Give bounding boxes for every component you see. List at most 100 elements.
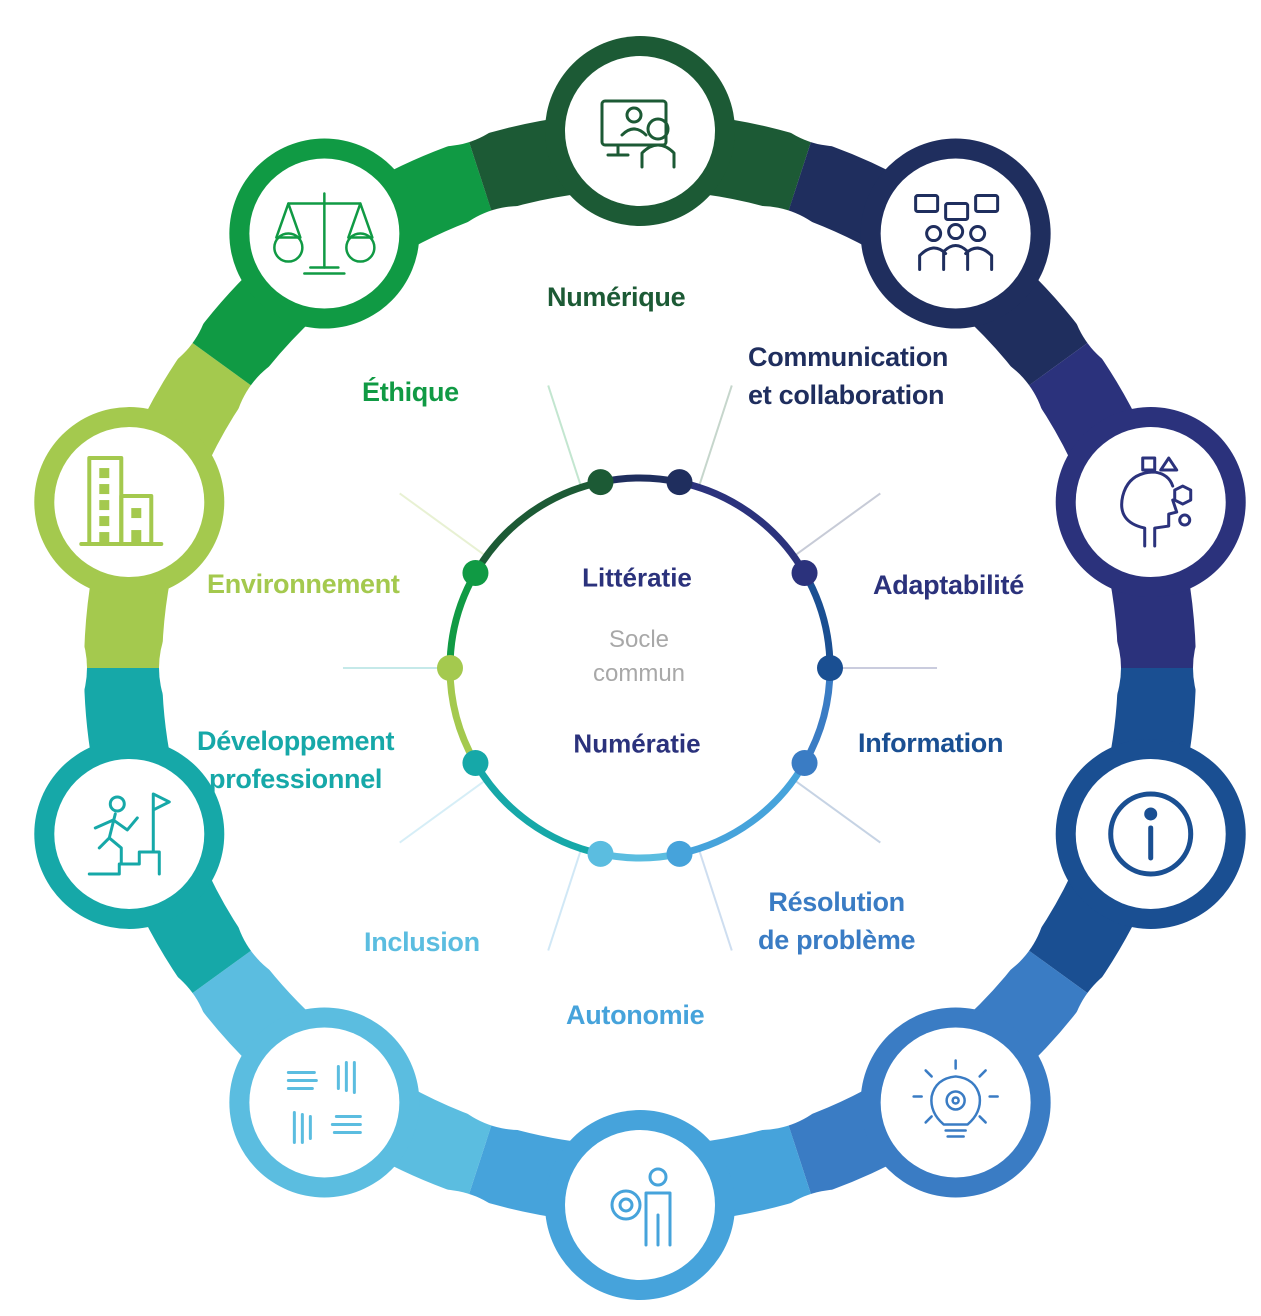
lightbulb-gear-icon [912,1059,999,1138]
label-autonomie: Autonomie [566,996,705,1034]
head-shape [947,223,965,241]
info-icon [1108,791,1194,877]
ray-line [978,1115,987,1124]
gear-shape [610,1189,642,1221]
square-shape [1141,456,1157,472]
gear-hub [951,1096,960,1105]
head-shape [648,1167,668,1187]
center-socle-line2: commun [592,660,686,687]
band-notch-outer [747,0,932,147]
icon-circle-inner [249,1027,400,1178]
ray-line [978,1069,987,1078]
band-notch-inner [668,945,853,1130]
band-notch-outer [348,0,533,147]
label-resolution: Résolution de problème [758,883,916,959]
ring-dot [462,750,489,776]
band-notch-outer [26,196,211,381]
body-shape [640,143,676,169]
label-developpement: Développement professionnel [197,722,394,798]
head-shape [625,106,643,124]
body-shape [620,127,648,137]
bubble-shape [914,194,940,214]
ring-dot [437,655,463,681]
band-notch-inner [862,804,1047,989]
hand-shape [292,1110,312,1144]
gear-shape [945,1090,966,1111]
icon-circle-inner [54,427,205,578]
base-line [303,266,346,275]
hand-shape [330,1114,362,1134]
band-notch-inner [233,347,418,532]
left-string [275,202,302,239]
info-ring [1108,791,1194,877]
info-dot [1144,807,1158,821]
label-line: professionnel [209,764,383,794]
ray-line [924,1115,933,1124]
door-shape [99,532,110,545]
hand-shape [336,1060,356,1094]
window-shape [99,484,110,495]
video-conference-icon [600,99,676,169]
band-notch-inner [159,576,343,760]
center-label-numeratie: Numératie [573,728,701,759]
label-line: Information [858,728,1004,758]
body-shape [644,1191,672,1247]
label-line: Numérique [547,282,686,312]
band-notch-outer [348,1189,533,1316]
icon-circle-inner [880,158,1031,309]
ring-dot [666,840,693,867]
label-environnement: Environnement [207,565,400,603]
label-line: Communication [748,342,949,372]
window-shape [99,500,110,511]
ring-dot [817,655,843,681]
ring-dot [587,469,614,496]
label-line: Adaptabilité [873,570,1024,600]
label-information: Information [858,724,1003,762]
ring-dot [462,560,489,586]
bulb-shape [930,1075,982,1126]
ring-arc [678,761,808,858]
joined-hands-icon [286,1060,362,1144]
team-chat-icon [914,194,1000,272]
label-line: Autonomie [566,1000,705,1030]
scales-icon [273,192,376,275]
label-line: Éthique [362,377,459,407]
head-profile-shape [1120,470,1179,548]
body-shape [93,812,139,866]
door-shape [131,530,142,545]
window-shape [99,468,110,479]
icon-circle-inner [1075,427,1226,578]
head-shapes-icon [1120,456,1193,548]
band-notch-outer [1069,955,1254,1140]
label-inclusion: Inclusion [364,923,480,961]
ring-dot [791,750,818,776]
head-shape [646,117,670,141]
ring-arc [446,667,479,765]
hand-shape [286,1070,318,1090]
band-notch-inner [668,206,853,391]
ring-dot [666,469,693,496]
flag-shape [151,792,171,854]
band-notch-inner [233,804,418,989]
label-adaptabilite: Adaptabilité [873,566,1024,604]
ring-arc [472,478,602,575]
ring-arc [446,571,479,669]
center-socle-line1: Socle [608,626,670,653]
band-notch-outer [1069,196,1254,381]
right-string [347,202,374,239]
label-numerique: Numérique [547,278,686,316]
band-notch-outer [0,576,87,760]
head-shape [925,225,943,243]
label-line: Inclusion [364,927,480,957]
ring-arc [801,571,834,669]
dot-shape [1178,513,1192,527]
gear-hub [618,1197,634,1213]
icon-circle-inner [54,758,205,909]
stairs-shape [87,850,161,876]
bubble-shape [944,202,970,222]
left-pan [273,232,304,263]
buildings-icon [79,456,164,547]
band-notch-inner [427,206,612,391]
band-notch-inner [427,945,612,1130]
ring-arc [801,667,834,765]
